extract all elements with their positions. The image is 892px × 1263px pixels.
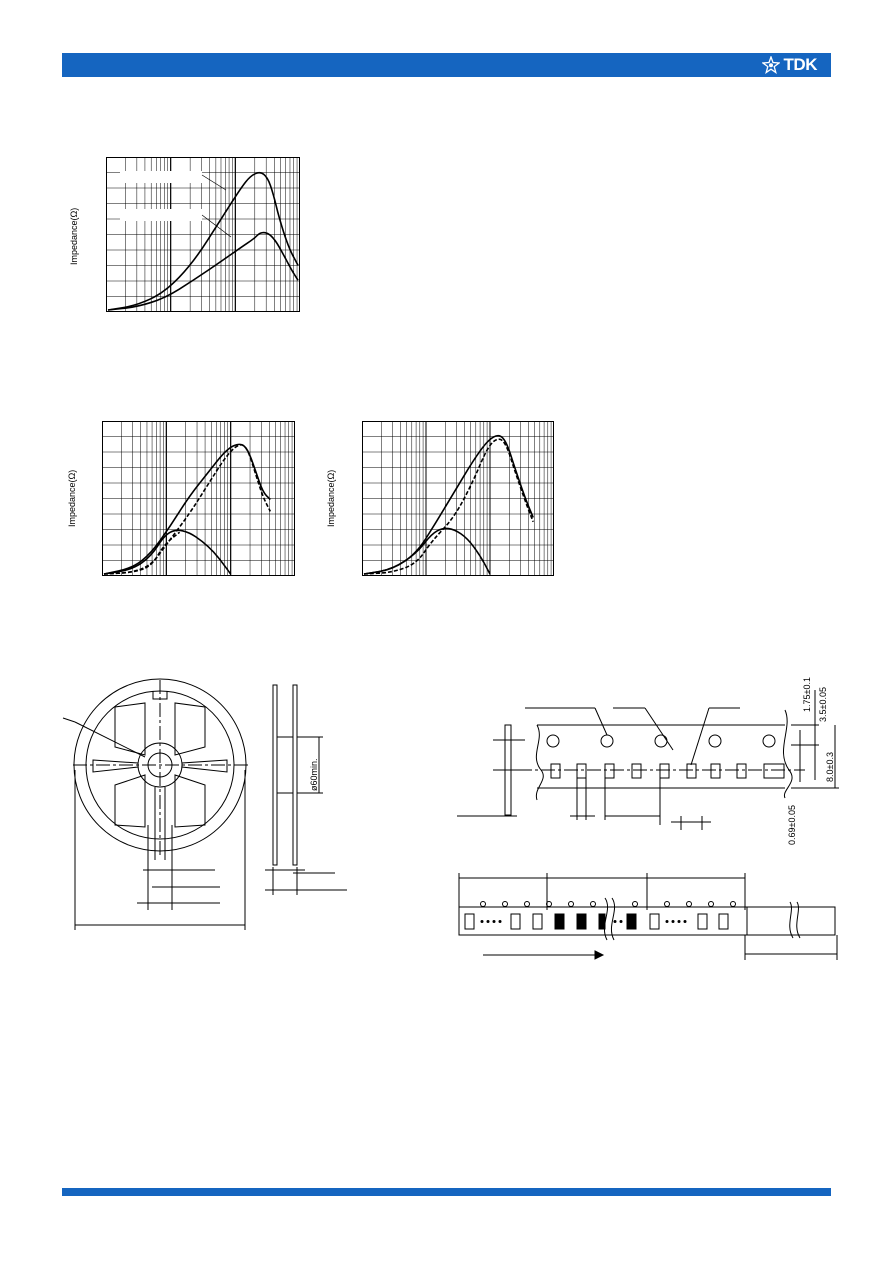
legend-leader: [201, 174, 227, 191]
legend-blank: [120, 209, 202, 221]
tape-dim-2: 3.5±0.05: [818, 687, 828, 722]
impedance-chart-1: [106, 157, 300, 312]
impedance-series-2: [103, 444, 272, 575]
tdk-logo: TDK: [761, 55, 818, 75]
tape-dim-3: 8.0±0.3: [825, 752, 835, 782]
tape-dim-4: 0.69±0.05: [787, 805, 797, 845]
impedance-chart-3: [362, 421, 554, 576]
impedance-chart-2: [102, 421, 295, 576]
tape-dim-1: 1.75±0.1: [802, 677, 812, 712]
tape-drawing: 1.75±0.1 3.5±0.05 8.0±0.3 0.69±0.05: [457, 677, 839, 960]
reel-drawing: ø60min.: [62, 678, 347, 930]
logo-text: TDK: [783, 55, 818, 74]
impedance-series-1: [103, 443, 271, 575]
impedance-series-2: [107, 231, 299, 311]
impedance-series-3: [363, 527, 491, 575]
chart1-ylabel: Impedance(Ω): [69, 207, 79, 265]
impedance-series-3: [103, 529, 232, 575]
chart2-ylabel: Impedance(Ω): [67, 469, 77, 527]
impedance-series-1: [363, 434, 534, 575]
impedance-series-4: [103, 531, 181, 575]
reel-hub-dimension: ø60min.: [309, 758, 319, 791]
legend-blank: [120, 171, 202, 183]
tdk-star-logo-icon: [761, 56, 780, 74]
chart3-ylabel: Impedance(Ω): [326, 469, 336, 527]
impedance-series-2: [363, 438, 534, 575]
footer-bar: [62, 1188, 831, 1196]
impedance-series-1: [107, 171, 299, 311]
header-bar: TDK: [62, 53, 831, 77]
